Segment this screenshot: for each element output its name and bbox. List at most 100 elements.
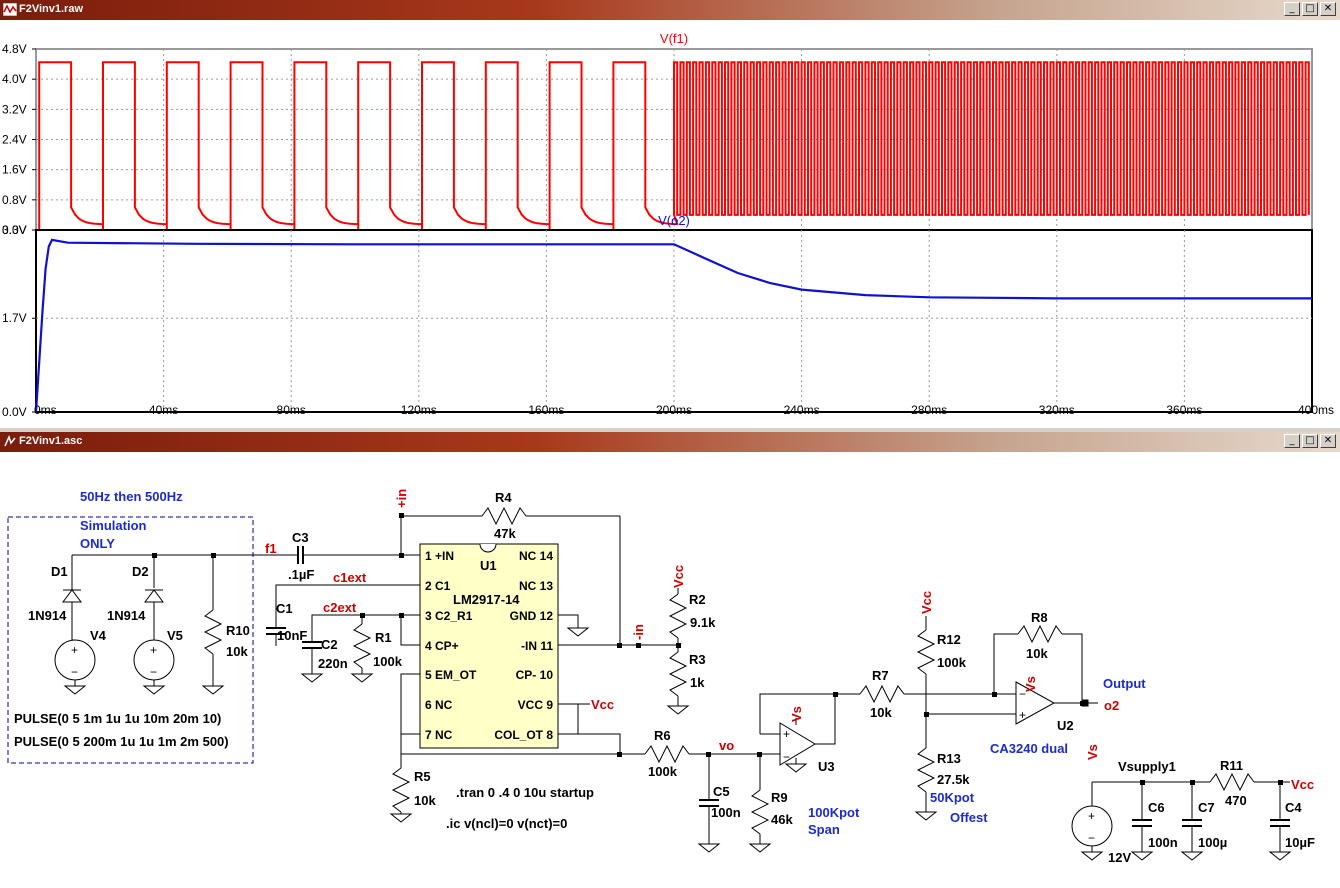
close-button[interactable]: ✕ — [1320, 434, 1336, 448]
note-pot1a[interactable]: 100Kpot — [808, 805, 860, 820]
val-c2[interactable]: 220n — [318, 656, 348, 671]
net-label-o2[interactable]: o2 — [1104, 698, 1119, 713]
note-pot2b[interactable]: Offest — [950, 810, 988, 825]
val-r1[interactable]: 100k — [373, 654, 403, 669]
ref-r1[interactable]: R1 — [375, 630, 392, 645]
ref-r6[interactable]: R6 — [654, 728, 671, 743]
note-only[interactable]: ONLY — [80, 536, 115, 551]
val-c5[interactable]: 100n — [711, 805, 741, 820]
diode-d2 — [144, 589, 164, 603]
net-label-c1ext[interactable]: c1ext — [333, 570, 367, 585]
ref-c2[interactable]: C2 — [321, 637, 338, 652]
val-r8[interactable]: 10k — [1026, 646, 1048, 661]
val-c3[interactable]: .1µF — [288, 567, 314, 582]
schematic-canvas[interactable]: 50Hz then 500Hz Simulation ONLY Output 1… — [0, 452, 1340, 888]
ic-name[interactable]: LM2917-14 — [453, 592, 520, 607]
pulse1[interactable]: PULSE(0 5 1m 1u 1u 10m 20m 10) — [14, 711, 221, 726]
note-output[interactable]: Output — [1103, 676, 1146, 691]
ref-r13[interactable]: R13 — [937, 751, 961, 766]
pane1-trace-label[interactable]: V(f1) — [660, 31, 688, 46]
net-label-plus-in[interactable]: +in — [394, 489, 409, 508]
net-label-minus-in[interactable]: -in — [631, 624, 646, 640]
pulse2[interactable]: PULSE(0 5 200m 1u 1u 1m 2m 500) — [14, 734, 229, 749]
ref-c5[interactable]: C5 — [713, 784, 730, 799]
net-label-c2ext[interactable]: c2ext — [323, 600, 357, 615]
note-ca3240[interactable]: CA3240 dual — [990, 741, 1068, 756]
val-r2[interactable]: 9.1k — [690, 615, 716, 630]
val-c1[interactable]: 10nF — [277, 628, 307, 643]
val-c4[interactable]: 10µF — [1285, 835, 1315, 850]
close-button[interactable]: ✕ — [1320, 2, 1336, 16]
ref-r10[interactable]: R10 — [226, 623, 250, 638]
minimize-button[interactable]: _ — [1284, 2, 1300, 16]
val-r4[interactable]: 47k — [494, 526, 516, 541]
trace-vf1[interactable] — [38, 61, 1310, 230]
val-12v[interactable]: 12V — [1108, 850, 1131, 865]
note-pot1b[interactable]: Span — [808, 822, 840, 837]
rail-vs-supply[interactable]: Vs — [1085, 744, 1100, 760]
ref-c4[interactable]: C4 — [1285, 800, 1302, 815]
val-c6[interactable]: 100n — [1148, 835, 1178, 850]
net-label-f1[interactable]: f1 — [265, 541, 277, 556]
rail-vs-u3[interactable]: Vs — [789, 706, 804, 722]
ref-c3[interactable]: C3 — [292, 530, 309, 545]
ref-c1[interactable]: C1 — [276, 601, 293, 616]
ref-v4[interactable]: V4 — [90, 628, 107, 643]
trace-vo2[interactable] — [34, 238, 1312, 413]
pane2-y-ticks: 3.3V1.7V0.0V — [2, 223, 36, 419]
waveform-titlebar[interactable]: F2Vinv1.raw _ □ ✕ — [0, 0, 1340, 20]
ref-r11[interactable]: R11 — [1220, 758, 1243, 773]
note-pot2a[interactable]: 50Kpot — [930, 790, 975, 805]
spice-ic[interactable]: .ic v(ncl)=0 v(nct)=0 — [446, 816, 567, 831]
val-r10[interactable]: 10k — [226, 644, 248, 659]
val-d2[interactable]: 1N914 — [107, 608, 146, 623]
ref-d1[interactable]: D1 — [51, 564, 68, 579]
ref-r7[interactable]: R7 — [872, 668, 889, 683]
val-r11[interactable]: 470 — [1225, 793, 1247, 808]
maximize-button[interactable]: □ — [1302, 434, 1318, 448]
maximize-button[interactable]: □ — [1302, 2, 1318, 16]
ref-r12[interactable]: R12 — [937, 632, 961, 647]
ref-v5[interactable]: V5 — [167, 628, 183, 643]
rail-vcc-c4[interactable]: Vcc — [1291, 777, 1314, 792]
rail-vcc-r12[interactable]: Vcc — [919, 591, 934, 614]
ref-r3[interactable]: R3 — [689, 652, 706, 667]
ref-u3[interactable]: U3 — [818, 759, 835, 774]
net-label-vo[interactable]: vo — [719, 738, 734, 753]
pane2-trace-label[interactable]: V(o2) — [658, 213, 690, 228]
pane1-y-ticks: 4.8V4.0V3.2V2.4V1.6V0.8V0.0V — [2, 42, 36, 237]
val-r7[interactable]: 10k — [870, 705, 892, 720]
val-r6[interactable]: 100k — [648, 764, 678, 779]
minimize-button[interactable]: _ — [1284, 434, 1300, 448]
resistor-r12 — [916, 629, 936, 675]
waveform-window-title: F2Vinv1.raw — [19, 3, 83, 15]
val-r5[interactable]: 10k — [414, 793, 436, 808]
val-c7[interactable]: 100µ — [1198, 835, 1227, 850]
val-r3[interactable]: 1k — [690, 675, 705, 690]
ref-r5[interactable]: R5 — [414, 769, 431, 784]
ref-c7[interactable]: C7 — [1198, 800, 1215, 815]
ref-r9[interactable]: R9 — [771, 790, 788, 805]
note-simulation[interactable]: Simulation — [80, 518, 147, 533]
ref-c6[interactable]: C6 — [1148, 800, 1165, 815]
schematic-titlebar[interactable]: F2Vinv1.asc _ □ ✕ — [0, 432, 1340, 452]
ref-u2[interactable]: U2 — [1057, 718, 1074, 733]
val-r13[interactable]: 27.5k — [937, 772, 970, 787]
ic-lm2917[interactable] — [419, 543, 559, 749]
val-r9[interactable]: 46k — [771, 812, 793, 827]
rail-vs-u2[interactable]: Vs — [1023, 676, 1038, 692]
ref-vsupply1[interactable]: Vsupply1 — [1118, 759, 1176, 774]
ref-u1[interactable]: U1 — [480, 558, 497, 573]
spice-tran[interactable]: .tran 0 .4 0 10u startup — [456, 785, 594, 800]
ref-r2[interactable]: R2 — [689, 592, 706, 607]
ground-icon — [389, 813, 413, 823]
ref-r4[interactable]: R4 — [495, 490, 512, 505]
ref-d2[interactable]: D2 — [132, 564, 149, 579]
rail-vcc-u1[interactable]: Vcc — [591, 697, 614, 712]
note-frequency[interactable]: 50Hz then 500Hz — [80, 489, 183, 504]
val-d1[interactable]: 1N914 — [28, 608, 67, 623]
val-r12[interactable]: 100k — [937, 655, 967, 670]
rail-vcc-r2[interactable]: Vcc — [671, 565, 686, 588]
ref-r8[interactable]: R8 — [1031, 610, 1048, 625]
waveform-plot-area[interactable]: 4.8V4.0V3.2V2.4V1.6V0.8V0.0V V(f1) 3.3V1… — [0, 20, 1340, 428]
